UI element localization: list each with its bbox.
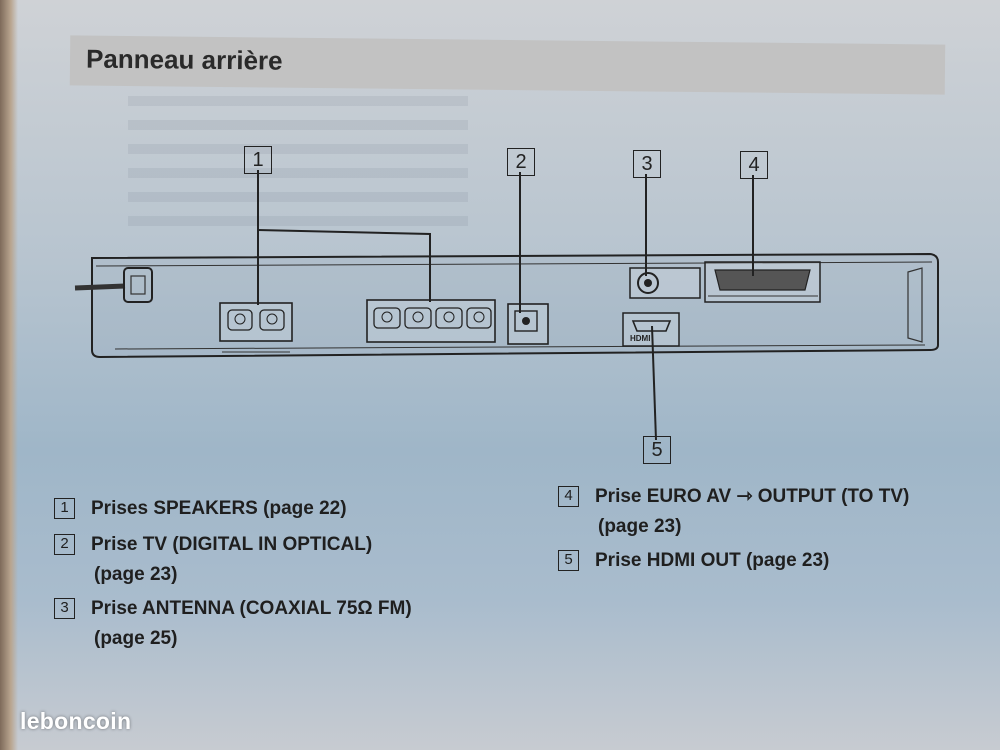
legend-number: 3 — [54, 597, 75, 619]
legend-text: Prise HDMI OUT (page 23) — [595, 550, 830, 571]
callout-2: 2 — [507, 148, 535, 176]
legend-text: Prises SPEAKERS (page 22) — [91, 498, 347, 519]
legend-item-1: 1 Prises SPEAKERS (page 22) — [54, 494, 347, 524]
legend-text: Prise TV (DIGITAL IN OPTICAL) — [91, 534, 373, 555]
chassis-bottom-line — [114, 344, 926, 350]
legend-text: Prise EURO AV ⇾ OUTPUT (TO TV) — [595, 486, 910, 507]
book-page-edge — [0, 0, 18, 750]
callout-4: 4 — [740, 151, 768, 179]
legend-number: 5 — [558, 549, 579, 571]
leader-1-branch — [257, 229, 431, 302]
power-cord — [74, 283, 126, 291]
callout-3: 3 — [633, 150, 661, 178]
hdmi-port-label: HDMI — [630, 334, 651, 343]
legend-text-continued: (page 25) — [94, 628, 178, 649]
legend-text: Prise ANTENNA (COAXIAL 75Ω FM) — [91, 598, 412, 619]
legend-item-5: 5 Prise HDMI OUT (page 23) — [558, 546, 829, 576]
callout-5: 5 — [643, 436, 671, 464]
antenna-block — [629, 267, 701, 299]
leboncoin-watermark: leboncoin — [20, 708, 132, 734]
legend-number: 2 — [54, 533, 75, 555]
legend-number: 4 — [558, 485, 579, 507]
callout-1: 1 — [244, 146, 272, 174]
speaker-jacks-front — [219, 302, 293, 342]
legend-text-continued: (page 23) — [94, 564, 178, 585]
bleed-through-texture — [128, 96, 468, 236]
vent-right — [907, 267, 923, 343]
legend-item-2: 2 Prise TV (DIGITAL IN OPTICAL) (page 23) — [54, 530, 372, 590]
legend-item-3: 3 Prise ANTENNA (COAXIAL 75Ω FM) (page 25… — [54, 594, 412, 654]
legend-number: 1 — [54, 497, 75, 519]
hdmi-block — [622, 312, 680, 347]
power-cord-strain — [123, 267, 153, 303]
legend-item-4: 4 Prise EURO AV ⇾ OUTPUT (TO TV) (page 23… — [558, 482, 909, 542]
legend-text-continued: (page 23) — [598, 516, 682, 537]
leader-5 — [651, 325, 657, 441]
